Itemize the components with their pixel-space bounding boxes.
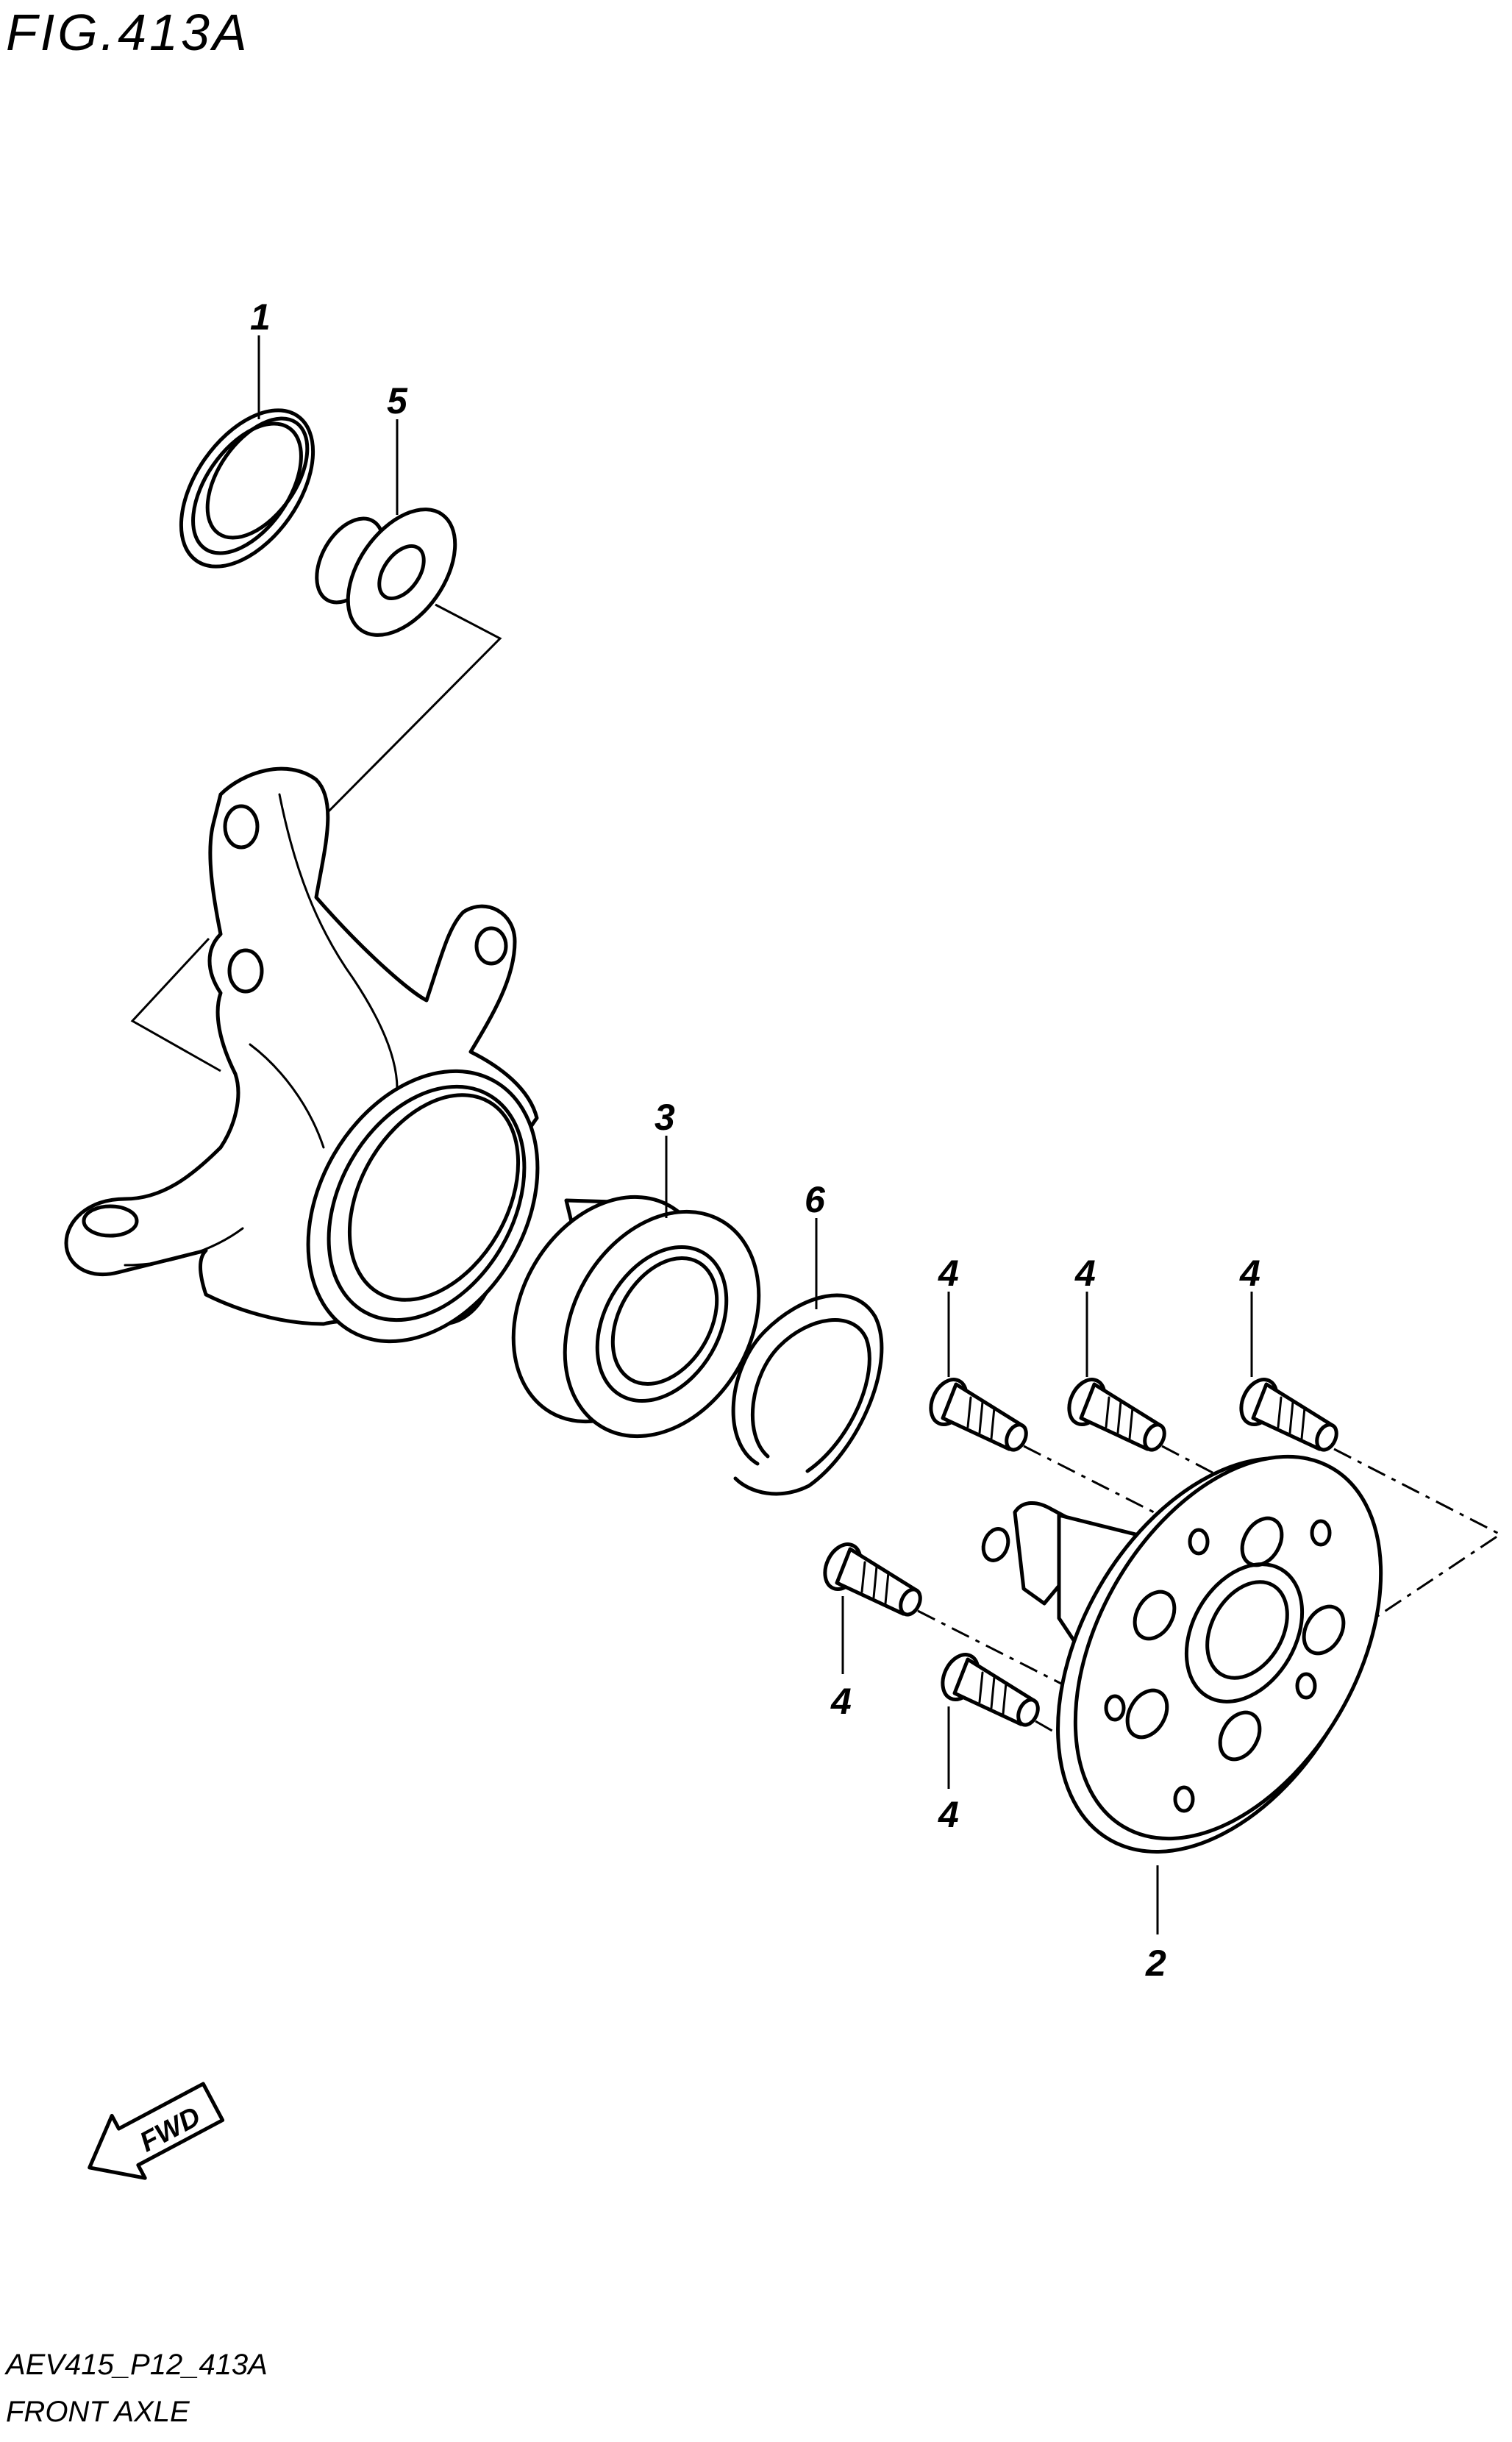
- fwd-direction-arrow: FWD: [88, 2082, 225, 2180]
- figure-code: AEV415_P12_413A: [4, 2349, 268, 2381]
- part-3-bearing: [511, 1195, 761, 1439]
- callout-6: 6: [805, 1179, 826, 1220]
- callout-4-c: 4: [1239, 1253, 1260, 1294]
- callout-2: 2: [1145, 1943, 1166, 1984]
- part-1-seal: [179, 408, 315, 569]
- part-5-washer: [315, 508, 457, 637]
- callout-3: 3: [655, 1097, 675, 1138]
- part-4-stud-c: [1239, 1378, 1338, 1452]
- part-4-stud-b: [1067, 1378, 1166, 1452]
- part-6-snap-ring: [731, 1293, 884, 1496]
- callout-5: 5: [387, 380, 408, 421]
- leader-5-to-knuckle: [322, 603, 502, 818]
- part-4-stud-e: [941, 1653, 1040, 1727]
- callout-4-b: 4: [1074, 1253, 1096, 1294]
- part-4-stud-a: [929, 1378, 1028, 1452]
- leader-knuckle-left: [130, 937, 221, 1072]
- figure-title: FIG.413A: [6, 4, 250, 61]
- callout-4-d: 4: [830, 1681, 852, 1722]
- part-4-stud-d: [823, 1542, 922, 1617]
- part-2-wheel-hub: [981, 1454, 1383, 1854]
- callout-4-e: 4: [938, 1794, 959, 1835]
- figure-name: FRONT AXLE: [6, 2396, 190, 2428]
- steering-knuckle: [64, 766, 540, 1344]
- callout-4-a: 4: [938, 1253, 959, 1294]
- callout-1: 1: [250, 296, 271, 338]
